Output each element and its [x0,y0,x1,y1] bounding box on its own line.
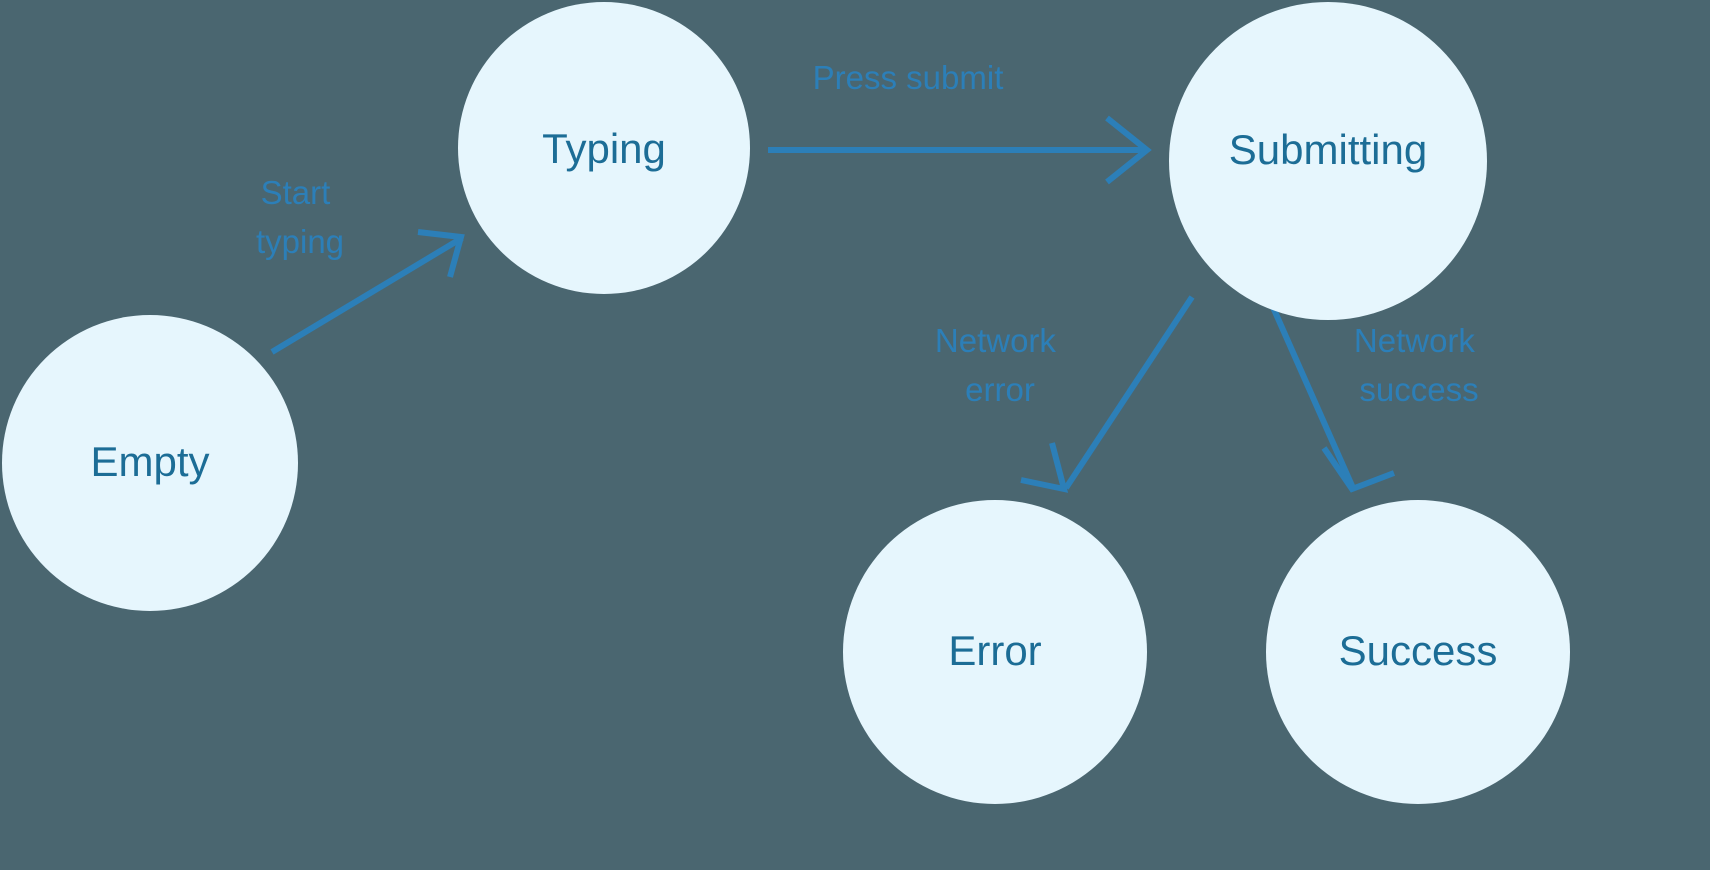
edge-label-press-submit: Press submit [813,59,1004,96]
node-typing-circle[interactable] [458,2,750,294]
edge-label-network-success: Network success [1354,322,1484,408]
edge-label-start-typing-line1: Start [261,174,331,211]
node-empty-label: Empty [90,438,209,485]
node-error-label: Error [948,627,1041,674]
edge-label-start-typing: Start typing [256,174,344,260]
edge-label-press-submit-line1: Press submit [813,59,1004,96]
edge-label-network-error: Network error [935,322,1065,408]
node-error[interactable]: Error [843,500,1147,804]
edge-empty-to-typing-arrowhead [417,229,465,278]
edge-submitting-to-error-arrowhead [1020,442,1069,493]
node-submitting-label: Submitting [1229,126,1427,173]
edge-submitting-to-success-line [1269,303,1356,490]
node-error-circle[interactable] [843,500,1147,804]
edge-label-network-success-line2: success [1359,371,1478,408]
edge-submitting-to-error-line [1063,295,1195,490]
node-typing-label: Typing [542,125,666,172]
node-submitting-circle[interactable] [1169,2,1487,320]
edge-empty-to-typing [270,229,465,355]
edge-submitting-to-error [1020,295,1195,493]
node-submitting[interactable]: Submitting [1169,2,1487,320]
node-typing[interactable]: Typing [458,2,750,294]
node-success[interactable]: Success [1266,500,1570,804]
edge-submitting-to-success-arrowhead [1321,446,1396,493]
node-empty[interactable]: Empty [2,315,298,611]
node-empty-circle[interactable] [2,315,298,611]
edge-label-network-success-line1: Network [1354,322,1476,359]
edge-empty-to-typing-line [270,235,464,355]
edge-label-start-typing-line2: typing [256,223,344,260]
edge-label-network-error-line1: Network [935,322,1057,359]
edge-typing-to-submitting [768,115,1152,185]
edge-submitting-to-success [1269,303,1396,493]
node-success-label: Success [1339,627,1498,674]
edge-typing-to-submitting-arrowhead [1105,115,1152,185]
edge-label-network-error-line2: error [965,371,1035,408]
node-success-circle[interactable] [1266,500,1570,804]
